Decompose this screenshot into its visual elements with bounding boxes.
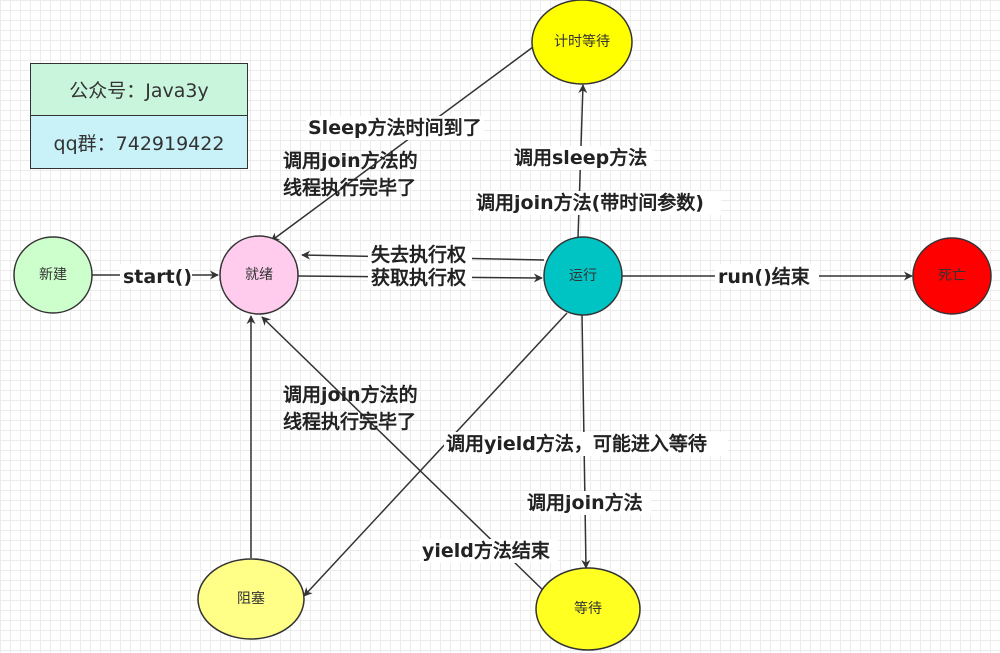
label-call-sleep: 调用sleep方法 — [514, 146, 647, 169]
node-timed-waiting-label: 计时等待 — [554, 33, 610, 50]
node-running-label: 运行 — [569, 268, 597, 284]
label-lose-cpu: 失去执行权 — [371, 243, 466, 266]
nodes — [13, 0, 992, 651]
node-waiting-label: 等待 — [574, 600, 602, 617]
edge-run-to-blocked — [303, 312, 568, 597]
label-call-join-timed: 调用join方法(带时间参数) — [476, 191, 704, 214]
label-join-done-1a: 调用join方法的 — [283, 149, 418, 172]
node-blocked-label: 阻塞 — [237, 590, 265, 607]
edge-timed-to-ready — [270, 46, 534, 242]
info-qq: qq群：742919422 — [31, 116, 247, 168]
node-ready — [219, 235, 299, 315]
info-box: 公众号：Java3y qq群：742919422 — [30, 63, 248, 169]
node-dead-label: 死亡 — [938, 268, 966, 284]
label-call-yield: 调用yield方法，可能进入等待 — [446, 432, 707, 455]
node-new-label: 新建 — [39, 267, 67, 283]
node-new — [13, 236, 93, 314]
node-waiting — [535, 567, 641, 651]
info-wechat: 公众号：Java3y — [31, 64, 247, 116]
label-run-end: run()结束 — [718, 265, 811, 288]
node-blocked — [197, 558, 305, 640]
label-join-done-1b: 线程执行完毕了 — [283, 176, 416, 199]
label-yield-end: yield方法结束 — [422, 539, 551, 562]
label-start: start() — [123, 266, 192, 288]
node-timed-waiting — [531, 0, 633, 85]
node-running — [543, 236, 623, 316]
label-sleep-end: Sleep方法时间到了 — [308, 116, 482, 139]
label-call-join: 调用join方法 — [527, 491, 643, 514]
label-get-cpu: 获取执行权 — [371, 266, 466, 289]
label-join-done-2b: 线程执行完毕了 — [283, 410, 416, 433]
node-dead — [912, 237, 992, 315]
node-ready-label: 就绪 — [245, 267, 273, 283]
label-join-done-2a: 调用join方法的 — [283, 383, 418, 406]
